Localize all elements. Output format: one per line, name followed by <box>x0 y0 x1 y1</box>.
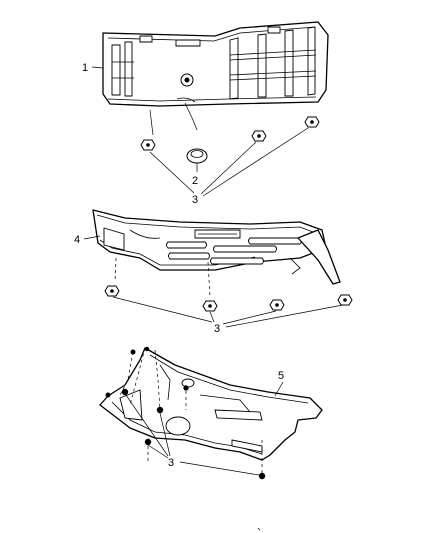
grommet-path <box>184 102 198 131</box>
callout-3-top: 3 <box>192 194 198 206</box>
leaders-3-top <box>149 127 309 197</box>
nut-mid-4 <box>337 294 353 306</box>
nut-bot-1 <box>121 388 129 396</box>
leader-5 <box>274 381 284 397</box>
nut-mid-3 <box>269 299 285 311</box>
nut-bot-4 <box>144 438 152 446</box>
bolt-bot-1 <box>130 349 136 355</box>
callout-5: 5 <box>278 370 284 382</box>
leaders-3-mid <box>112 296 344 328</box>
leaders-3-bot <box>125 394 260 476</box>
nut-top-right <box>304 116 320 128</box>
callout-4: 4 <box>74 234 80 246</box>
nut-bot-2 <box>156 406 164 414</box>
heat-shield-5 <box>99 347 323 475</box>
callout-3-mid: 3 <box>214 323 220 335</box>
nut-bot-5 <box>258 472 266 480</box>
bolt-bot-2 <box>144 346 150 352</box>
tick-mark <box>257 527 261 531</box>
nut-mid-2 <box>202 300 218 312</box>
grommet-2 <box>186 148 208 172</box>
nut-bot-3 <box>183 385 189 391</box>
callout-3-bot: 3 <box>168 457 174 469</box>
nut-bot-6 <box>105 392 111 398</box>
leader-1 <box>91 66 104 69</box>
nut-mid-1 <box>104 285 120 297</box>
callout-2: 2 <box>192 175 198 187</box>
heat-shield-4 <box>92 209 341 297</box>
nut-top-mid <box>251 130 267 142</box>
leader-4 <box>83 235 101 240</box>
nut-top-left <box>140 139 156 151</box>
heat-shield-1 <box>102 21 329 136</box>
callout-1: 1 <box>82 62 88 74</box>
